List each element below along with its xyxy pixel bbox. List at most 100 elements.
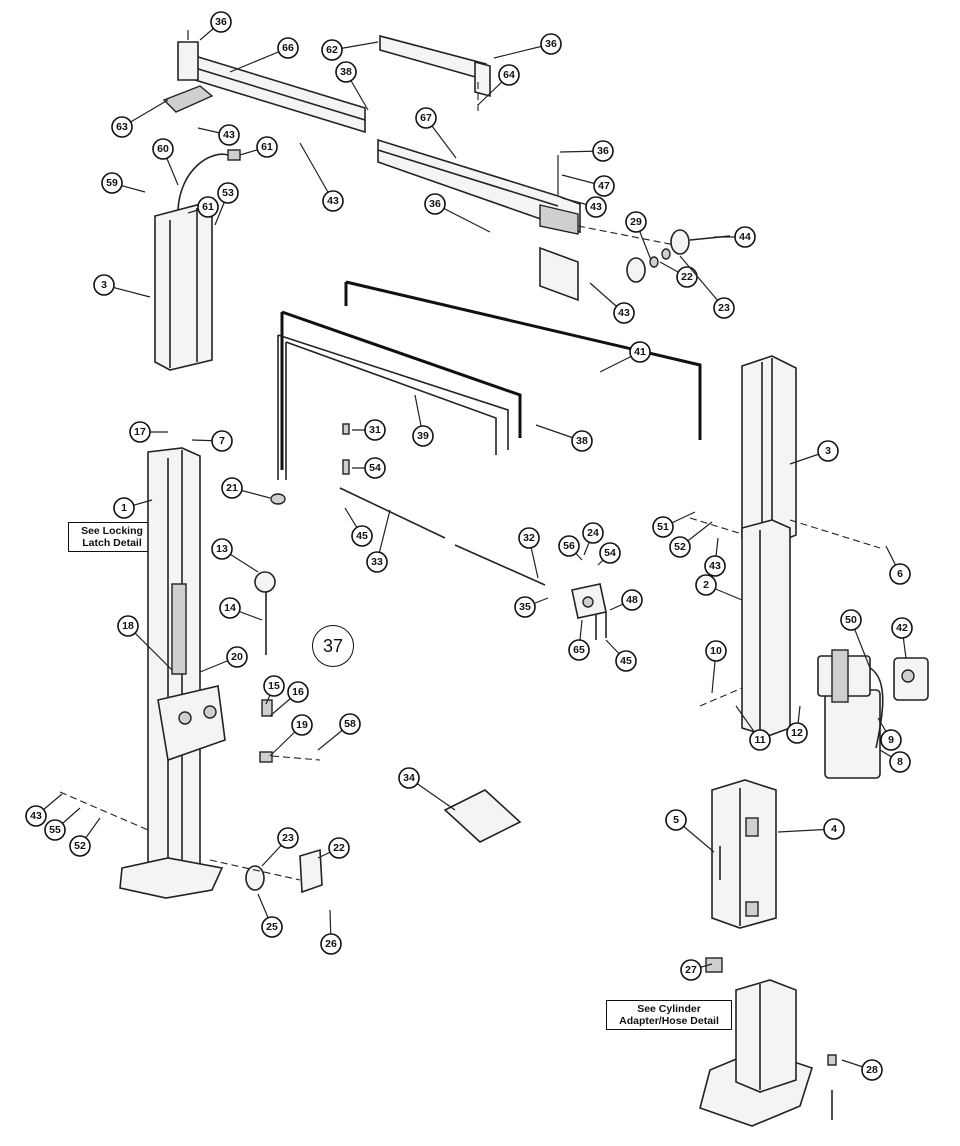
locking-latch-detail-note: See Locking Latch Detail: [68, 522, 156, 552]
callout-bubble: [364, 457, 386, 479]
callout-52: 52: [69, 817, 101, 857]
callout-bubble: [540, 33, 562, 55]
callout-50: 50: [840, 609, 871, 669]
callout-label: 32: [523, 532, 535, 544]
callout-bubble: [210, 11, 232, 33]
callout-bubble: [713, 297, 735, 319]
overhead-beam-67: [377, 138, 681, 302]
callout-label: 59: [106, 177, 118, 189]
callout-bubble: [704, 555, 726, 577]
callout-bubble: [629, 341, 651, 363]
callout-45: 45: [344, 507, 373, 547]
callout-48: 48: [609, 589, 643, 611]
callout-54: 54: [597, 542, 621, 566]
base-column-right: [699, 979, 837, 1127]
callout-label: 45: [620, 655, 632, 667]
callout-label: 43: [30, 810, 42, 822]
callout-bubble: [211, 430, 233, 452]
callout-bubble: [880, 729, 902, 751]
callout-label: 3: [101, 279, 107, 291]
callout-bubble: [291, 714, 313, 736]
callout-label: 64: [503, 69, 515, 81]
callout-bubble: [571, 430, 593, 452]
callout-leader: [679, 255, 725, 309]
callout-label: 22: [681, 271, 693, 283]
callout-bubble: [197, 196, 219, 218]
callout-53: 53: [214, 182, 239, 226]
callout-label: 61: [202, 201, 214, 213]
callout-bubble: [498, 64, 520, 86]
callout-label: 51: [657, 521, 669, 533]
callout-label: 25: [266, 921, 278, 933]
callout-label: 36: [429, 198, 441, 210]
callout-bubble: [322, 190, 344, 212]
callout-bubble: [211, 538, 233, 560]
callout-9: 9: [877, 717, 902, 751]
callout-label: 44: [739, 231, 751, 243]
callout-label: 39: [417, 430, 429, 442]
callout-label: 66: [282, 42, 294, 54]
callout-43: 43: [197, 124, 240, 146]
callout-bubble: [558, 535, 580, 557]
callout-61: 61: [239, 136, 278, 158]
callout-bubble: [398, 767, 420, 789]
callout-21: 21: [221, 477, 271, 499]
lower-sheave-23: [245, 865, 265, 891]
callout-label: 26: [325, 938, 337, 950]
callout-38: 38: [535, 424, 593, 452]
callout-19: 19: [269, 714, 313, 757]
callout-label: 15: [268, 680, 280, 692]
callout-51: 51: [652, 511, 696, 538]
callout-label: 36: [545, 38, 557, 50]
callout-label: 56: [563, 540, 575, 552]
callout-label: 17: [134, 426, 146, 438]
callout-label: 16: [292, 686, 304, 698]
callout-label: 53: [222, 187, 234, 199]
callout-bubble: [320, 933, 342, 955]
callout-bubble: [599, 542, 621, 564]
callout-43: 43: [561, 196, 607, 218]
callout-bubble: [705, 640, 727, 662]
power-unit: [817, 649, 929, 779]
callout-bubble: [113, 497, 135, 519]
callout-13: 13: [211, 538, 259, 573]
callout-bubble: [226, 646, 248, 668]
callout-bubble: [891, 617, 913, 639]
callout-55: 55: [44, 807, 81, 841]
assembly-number-label: 37: [312, 625, 354, 667]
callout-67: 67: [415, 107, 457, 159]
column-extension-left: [154, 149, 241, 371]
callout-26: 26: [320, 909, 342, 955]
callout-label: 28: [866, 1064, 878, 1076]
callout-label: 58: [344, 718, 356, 730]
callout-bubble: [669, 536, 691, 558]
callout-25: 25: [257, 893, 283, 938]
callout-label: 11: [754, 734, 765, 746]
callout-bubble: [412, 425, 434, 447]
callout-bubble: [593, 175, 615, 197]
callout-16: 16: [269, 681, 309, 717]
callout-32: 32: [518, 527, 540, 579]
callout-label: 12: [791, 727, 803, 739]
callout-bubble: [652, 516, 674, 538]
callout-59: 59: [101, 172, 146, 194]
callout-bubble: [101, 172, 123, 194]
callout-label: 9: [888, 734, 894, 746]
callout-43: 43: [589, 282, 635, 324]
callout-bubble: [117, 615, 139, 637]
callout-bubble: [321, 39, 343, 61]
callout-bubble: [277, 827, 299, 849]
callout-bubble: [613, 302, 635, 324]
callout-label: 6: [897, 568, 903, 580]
callout-29: 29: [625, 211, 652, 261]
callout-bubble: [695, 574, 717, 596]
callout-bubble: [514, 596, 536, 618]
callout-label: 45: [356, 530, 368, 542]
callout-label: 3: [825, 445, 831, 457]
callout-bubble: [366, 551, 388, 573]
callout-bubble: [339, 713, 361, 735]
callout-label: 47: [598, 180, 610, 192]
callout-label: 43: [618, 307, 630, 319]
